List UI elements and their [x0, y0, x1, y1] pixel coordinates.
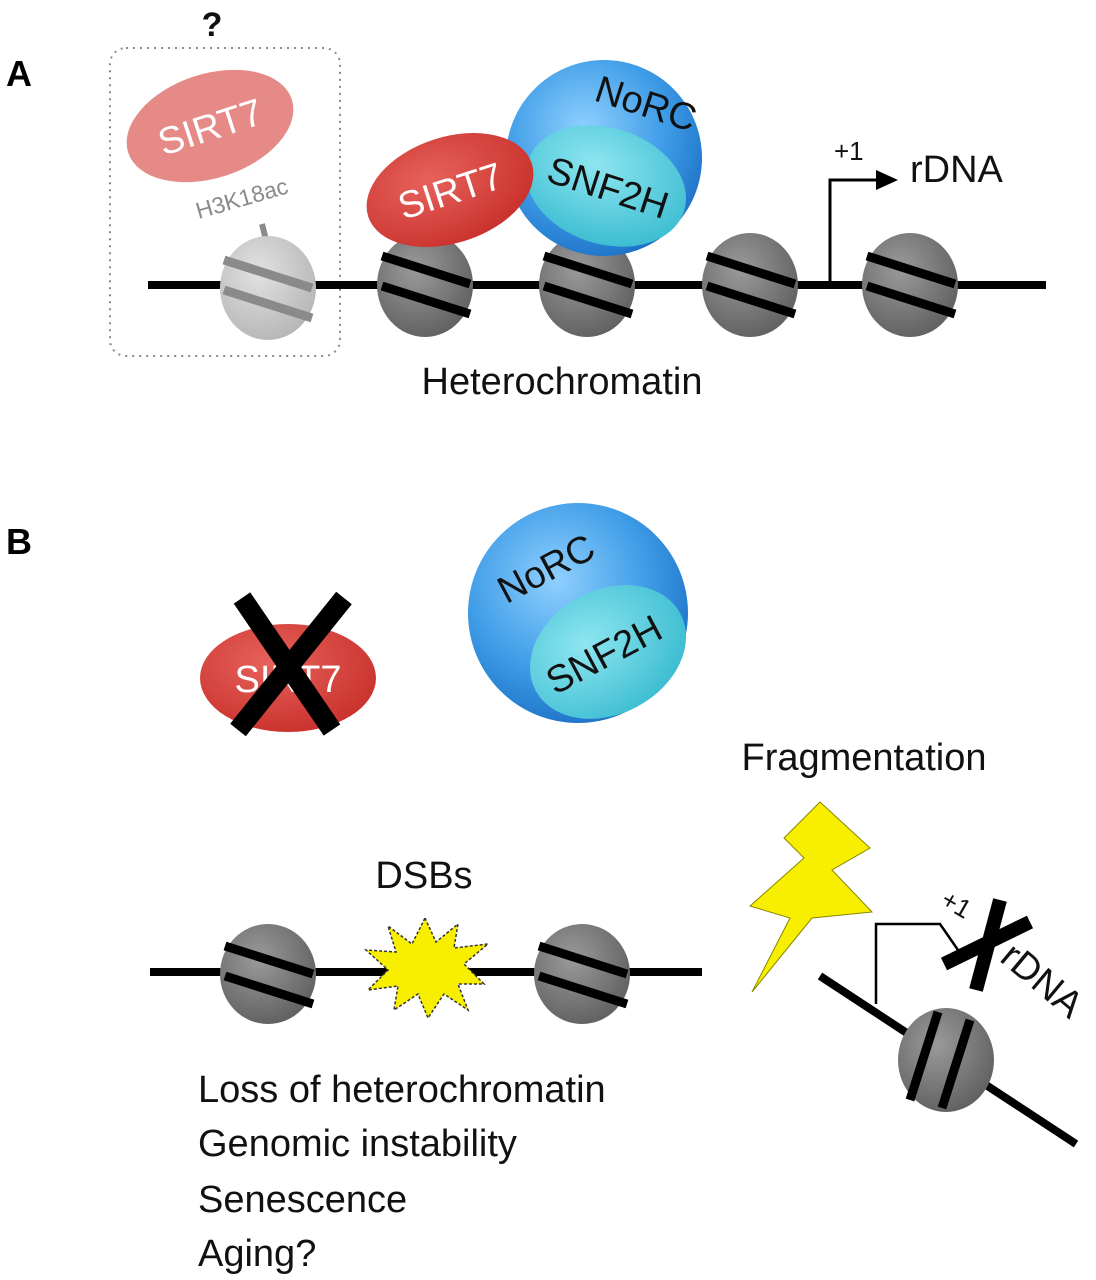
- sirt7-faded: SIRT7: [126, 69, 294, 183]
- fragmentation-label: Fragmentation: [741, 737, 986, 779]
- nucleosome-b-2: [534, 924, 630, 1024]
- consequence-1: Loss of heterochromatin: [198, 1069, 606, 1111]
- nucleosome-a-4: [702, 233, 798, 337]
- consequence-4: Aging?: [198, 1233, 316, 1275]
- lightning-icon: [748, 801, 874, 993]
- consequences-list: Loss of heterochromatin Genomic instabil…: [198, 1069, 606, 1275]
- nucleosome-a-5: [862, 233, 958, 337]
- rdna-label-a: rDNA: [910, 149, 1004, 191]
- norc-complex-b: NoRC SNF2H: [468, 503, 688, 723]
- nucleosome-b-1: [220, 924, 316, 1024]
- tss-arrow-b: [874, 922, 960, 1004]
- dsb-burst-icon: [363, 916, 491, 1020]
- sirt7-cross-icon: [230, 591, 352, 737]
- rdna-cross-icon: [940, 898, 1034, 992]
- heterochromatin-label: Heterochromatin: [422, 361, 703, 403]
- h3k18ac-label: H3K18ac: [193, 173, 291, 224]
- nucleosome-fragment: [898, 1008, 994, 1112]
- consequence-3: Senescence: [198, 1179, 407, 1221]
- faded-nucleosome: [220, 223, 316, 340]
- tss-arrow-a: [828, 170, 898, 285]
- dsbs-label: DSBs: [375, 855, 472, 897]
- sirt7-a: SIRT7: [366, 133, 534, 247]
- panel-a-label: A: [6, 53, 32, 94]
- rdna-label-b: rDNA: [993, 935, 1092, 1027]
- consequence-2: Genomic instability: [198, 1123, 517, 1165]
- plus-one-label-b: +1: [936, 884, 977, 925]
- nucleosome-a-2: [377, 233, 473, 337]
- plus-one-label-a: +1: [834, 136, 864, 166]
- question-mark: ?: [202, 6, 223, 44]
- uncertain-region-box: [109, 47, 341, 357]
- norc-complex-a: NoRC SNF2H: [506, 60, 702, 256]
- panel-b-label: B: [6, 521, 32, 562]
- nucleosome-a-3: [539, 233, 635, 337]
